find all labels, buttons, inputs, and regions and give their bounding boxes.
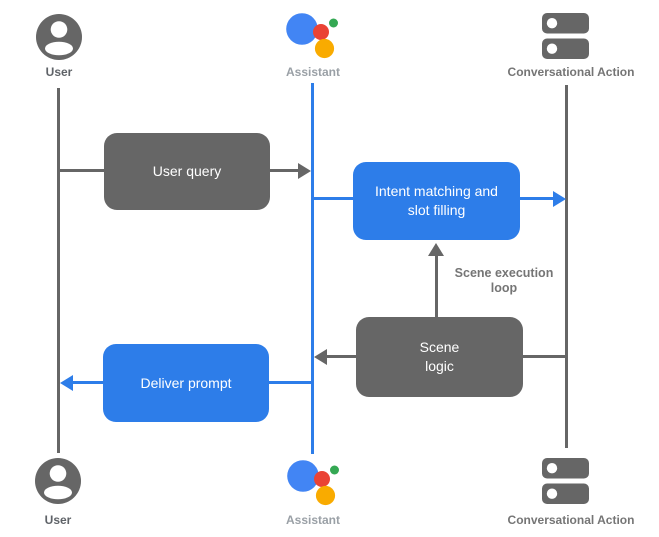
user-label-top: User	[45, 65, 73, 79]
conversational-action-lifeline	[565, 85, 568, 448]
assistant-icon	[286, 12, 339, 64]
scene-loop-arrowhead	[428, 243, 444, 256]
intent-matching-arrowhead	[553, 191, 566, 207]
deliver-prompt-label: Deliver prompt	[140, 374, 232, 391]
assistant-label-bottom: Assistant	[285, 513, 341, 527]
deliver-prompt-arrowhead	[60, 375, 73, 391]
user-query-box: User query	[104, 133, 270, 210]
user-lifeline	[57, 88, 60, 453]
conversational-action-label-top: Conversational Action	[507, 65, 635, 79]
conversational-action-icon	[542, 13, 589, 64]
deliver-prompt-box: Deliver prompt	[103, 344, 269, 422]
conversational-action-label-bottom: Conversational Action	[507, 513, 635, 527]
user-query-arrowhead	[298, 163, 311, 179]
scene-loop-arrow	[435, 255, 438, 317]
assistant-label-top: Assistant	[285, 65, 341, 79]
conversational-action-icon	[542, 458, 589, 509]
assistant-lifeline	[311, 83, 314, 454]
scene-execution-loop-label: Scene execution loop	[454, 266, 554, 295]
assistant-icon	[287, 459, 340, 511]
user-query-label: User query	[152, 163, 222, 179]
scene-logic-label: Scene logic	[419, 339, 460, 374]
intent-matching-label: Intent matching and slot filling	[375, 183, 498, 218]
scene-logic-arrowhead	[314, 349, 327, 365]
intent-matching-box: Intent matching and slot filling	[353, 162, 520, 240]
user-icon	[35, 458, 81, 509]
user-icon	[36, 14, 82, 65]
user-label-bottom: User	[44, 513, 72, 527]
scene-logic-box: Scene logic	[356, 317, 523, 397]
